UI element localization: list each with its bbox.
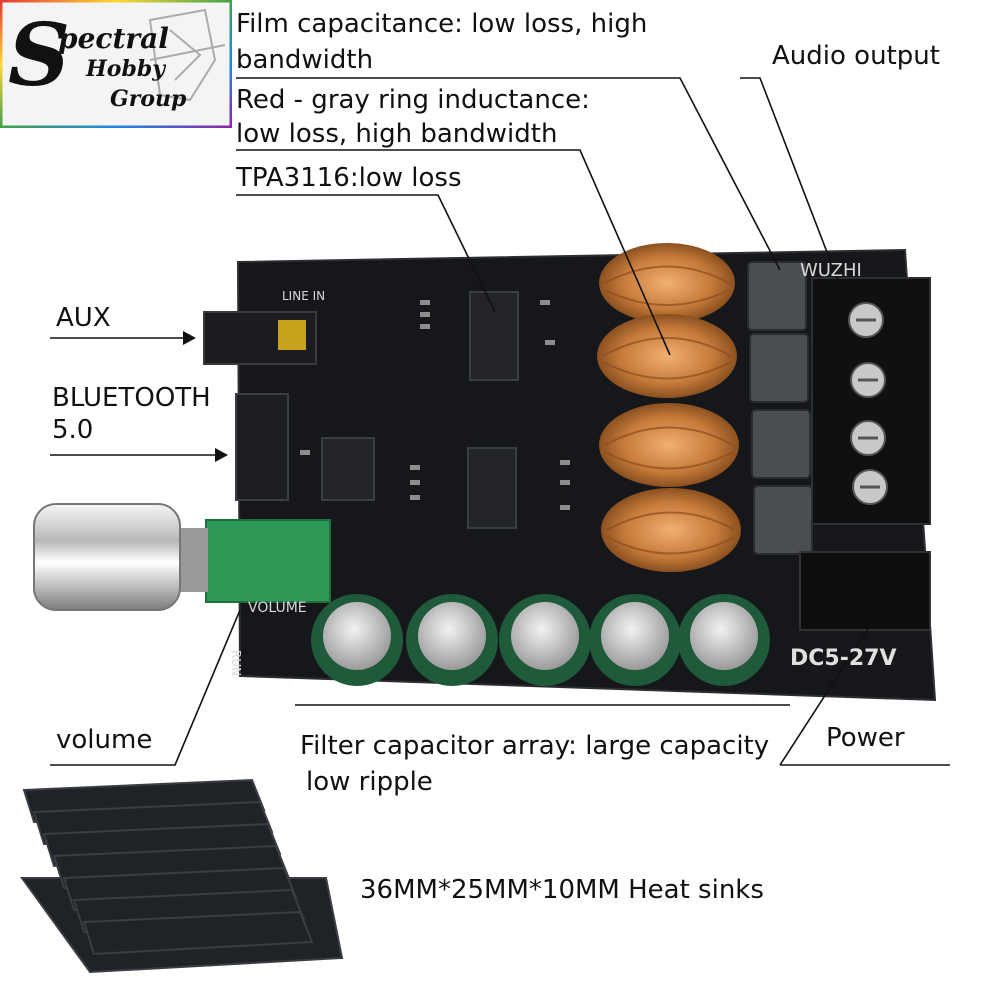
- logo-line-1: pectral: [58, 22, 169, 55]
- volume-potentiometer: [33, 503, 331, 611]
- label-audio-output: Audio output: [772, 41, 940, 71]
- leader-arrows: [183, 331, 228, 462]
- label-inductance-line-1: Red - gray ring inductance:: [236, 85, 590, 115]
- label-film-capacitance-line-2: bandwidth: [236, 45, 374, 75]
- board-run-text: RUN: [229, 650, 243, 676]
- label-heat-sinks: 36MM*25MM*10MM Heat sinks: [360, 875, 764, 905]
- output-terminal-block: [811, 277, 931, 525]
- label-bluetooth-line-2: 5.0: [52, 415, 94, 445]
- bluetooth-module-chip: [321, 437, 375, 501]
- board-line-in-text: LINE IN: [282, 289, 325, 303]
- toroid-inductors: [597, 243, 741, 572]
- logo-line-3: Group: [110, 86, 187, 112]
- label-filter-capacitor-line-1: Filter capacitor array: large capacity: [300, 731, 770, 761]
- board-brand-text: WUZHI: [800, 260, 862, 281]
- logo-line-2: Hobby: [86, 56, 166, 82]
- leader-lines: [50, 77, 950, 766]
- label-inductance-line-2: low loss, high bandwidth: [236, 119, 558, 149]
- tpa3116-chips: [467, 291, 519, 529]
- smd-components: [300, 300, 570, 510]
- label-aux: AUX: [56, 303, 111, 333]
- label-bluetooth-line-1: BLUETOOTH: [52, 383, 211, 413]
- aux-jack: [203, 311, 317, 365]
- board-dc-text: DC5-27V: [790, 646, 897, 671]
- label-tpa3116: TPA3116:low loss: [236, 163, 462, 193]
- logo-initial: S: [8, 5, 71, 106]
- bluetooth-antenna: [235, 393, 289, 501]
- heat-sink: [20, 778, 344, 974]
- label-volume: volume: [56, 725, 153, 755]
- spectral-hobby-group-logo: S pectral Hobby Group: [0, 0, 233, 129]
- board-volume-text: VOLUME: [248, 600, 307, 616]
- label-power: Power: [826, 723, 905, 753]
- dc-power-jack: [799, 551, 931, 631]
- filter-capacitors: [311, 594, 770, 686]
- film-capacitors: [747, 261, 813, 555]
- label-film-capacitance-line-1: Film capacitance: low loss, high: [236, 9, 648, 39]
- label-filter-capacitor-line-2: low ripple: [306, 767, 433, 797]
